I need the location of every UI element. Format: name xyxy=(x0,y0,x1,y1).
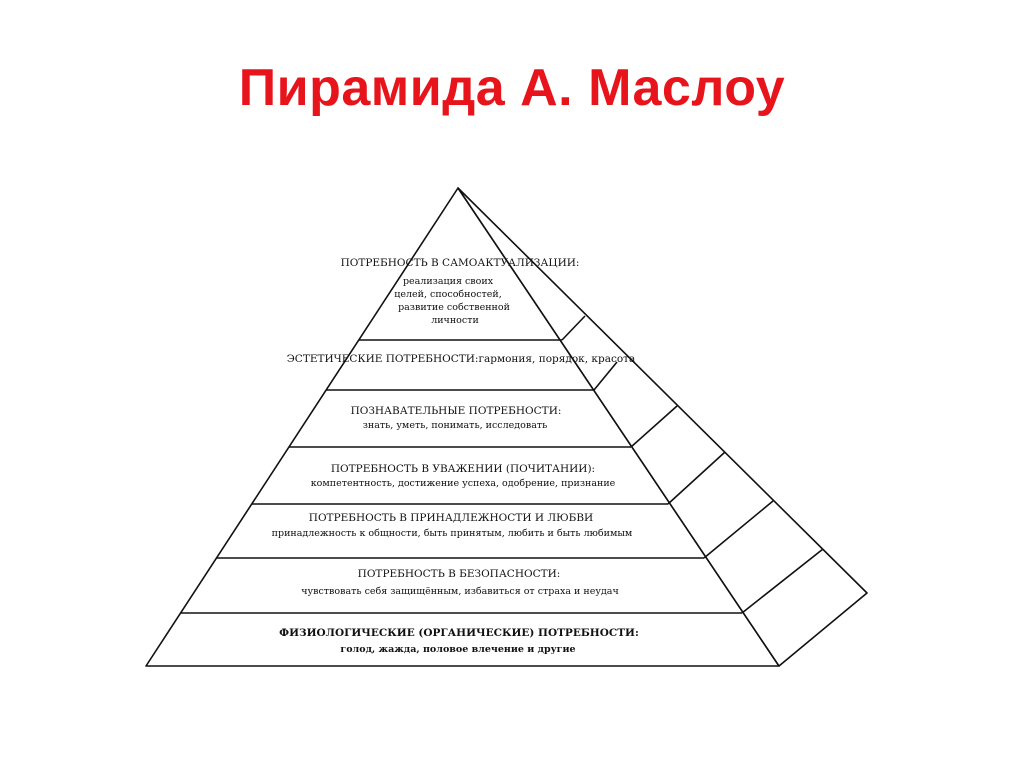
level-desc-physiological: голод, жажда, половое влечение и другие xyxy=(340,644,575,655)
level-desc-esteem: компетентность, достижение успеха, одобр… xyxy=(311,478,616,489)
side-divider xyxy=(703,500,774,559)
pyramid-side-face xyxy=(457,187,868,667)
level-heading-safety: ПОТРЕБНОСТЬ В БЕЗОПАСНОСТИ: xyxy=(358,568,561,580)
level-desc-belonging: принадлежность к общности, быть принятым… xyxy=(272,528,633,539)
slide-title: Пирамида А. Маслоу xyxy=(238,59,786,117)
side-divider xyxy=(630,405,678,448)
level-desc-line: целей, способностей, xyxy=(394,289,502,300)
side-divider xyxy=(561,315,586,341)
level-desc-line: развитие собственной xyxy=(398,302,510,313)
level-desc-line: реализация своих xyxy=(403,276,494,287)
side-divider xyxy=(741,548,824,614)
level-desc-line: личности xyxy=(431,315,479,326)
level-heading-aesthetic: ЭСТЕТИЧЕСКИЕ ПОТРЕБНОСТИ:гармония, поряд… xyxy=(287,353,635,365)
side-divider xyxy=(667,451,726,505)
level-heading-esteem: ПОТРЕБНОСТЬ В УВАЖЕНИИ (ПОЧИТАНИИ): xyxy=(331,463,595,475)
level-desc-cognitive: знать, уметь, понимать, исследовать xyxy=(363,420,548,431)
level-heading-physiological: ФИЗИОЛОГИЧЕСКИЕ (ОРГАНИЧЕСКИЕ) ПОТРЕБНОС… xyxy=(279,627,639,639)
level-heading-belonging: ПОТРЕБНОСТЬ В ПРИНАДЛЕЖНОСТИ И ЛЮБВИ xyxy=(309,512,593,524)
side-divider xyxy=(593,361,618,391)
level-desc-safety: чувствовать себя защищённым, избавиться … xyxy=(301,586,619,597)
level-heading-cognitive: ПОЗНАВАТЕЛЬНЫЕ ПОТРЕБНОСТИ: xyxy=(351,405,562,417)
level-heading-self-actualization: ПОТРЕБНОСТЬ В САМОАКТУАЛИЗАЦИИ: xyxy=(341,257,580,269)
